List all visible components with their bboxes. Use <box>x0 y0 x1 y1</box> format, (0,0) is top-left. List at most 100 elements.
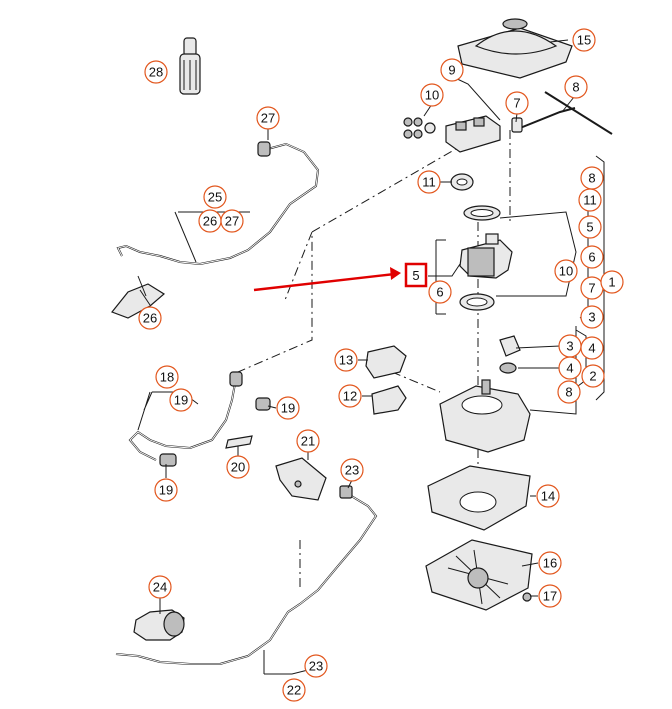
svg-text:4: 4 <box>588 341 595 356</box>
callout-19: 19 <box>276 396 300 420</box>
harness-22-part <box>115 485 378 665</box>
svg-text:19: 19 <box>159 483 173 498</box>
callout-18: 18 <box>155 365 179 389</box>
connector-part <box>499 335 521 374</box>
callout-6: 6 <box>428 280 452 304</box>
callout-19: 19 <box>154 478 178 502</box>
callout-7: 7 <box>580 276 604 300</box>
callout-27: 27 <box>256 106 280 130</box>
callout-26: 26 <box>138 306 162 330</box>
svg-text:7: 7 <box>588 281 595 296</box>
svg-text:11: 11 <box>422 175 436 190</box>
bracket-26-part <box>111 275 166 319</box>
svg-text:13: 13 <box>339 353 353 368</box>
svg-text:26: 26 <box>203 214 217 229</box>
relay-13-part <box>365 345 407 379</box>
svg-text:15: 15 <box>577 33 591 48</box>
svg-text:6: 6 <box>588 250 595 265</box>
svg-text:5: 5 <box>586 220 593 235</box>
svg-text:21: 21 <box>301 434 315 449</box>
svg-text:6: 6 <box>436 285 443 300</box>
callout-26: 26 <box>198 209 222 233</box>
callouts: 15 28 9 10 7 8 27 11 8 11 25 26 27 5 6 1… <box>138 28 624 702</box>
callout-12: 12 <box>338 384 362 408</box>
svg-text:8: 8 <box>565 385 572 400</box>
callout-17: 17 <box>538 584 562 608</box>
svg-text:8: 8 <box>588 171 595 186</box>
fuel-pump-module-part <box>459 233 513 311</box>
svg-text:22: 22 <box>287 683 301 698</box>
callout-13: 13 <box>334 348 358 372</box>
callout-10: 10 <box>420 83 444 107</box>
svg-text:12: 12 <box>343 389 357 404</box>
svg-text:1: 1 <box>608 275 615 290</box>
callout-23: 23 <box>304 654 328 678</box>
svg-text:17: 17 <box>543 589 557 604</box>
svg-text:27: 27 <box>261 111 275 126</box>
callout-3: 3 <box>558 334 582 358</box>
relay-12-part <box>371 385 407 415</box>
fuel-line-part <box>511 91 613 135</box>
harness-27-part <box>116 141 320 266</box>
callout-10: 10 <box>554 259 578 283</box>
callout-24: 24 <box>148 575 172 599</box>
retaining-ring-part <box>450 173 501 221</box>
svg-text:3: 3 <box>566 339 573 354</box>
svg-text:8: 8 <box>572 80 579 95</box>
callout-8: 8 <box>557 380 581 404</box>
callout-9: 9 <box>440 58 464 82</box>
callout-14: 14 <box>536 484 560 508</box>
callout-11: 11 <box>578 188 602 212</box>
svg-text:23: 23 <box>345 463 359 478</box>
svg-text:23: 23 <box>309 659 323 674</box>
svg-text:28: 28 <box>149 65 163 80</box>
fuel-sensor-24-part <box>133 609 185 641</box>
sealant-tube-part <box>179 37 201 95</box>
callout-11: 11 <box>417 170 441 194</box>
callout-5: 5 <box>578 215 602 239</box>
callout-1: 1 <box>600 270 624 294</box>
svg-text:27: 27 <box>225 214 239 229</box>
svg-text:19: 19 <box>174 393 188 408</box>
callout-2: 2 <box>581 364 605 388</box>
svg-text:10: 10 <box>559 264 573 279</box>
flange-cover-part <box>457 18 573 79</box>
tray-16-part <box>425 539 533 611</box>
svg-text:2: 2 <box>589 369 596 384</box>
svg-text:3: 3 <box>588 310 595 325</box>
callout-6: 6 <box>580 245 604 269</box>
callout-23: 23 <box>340 458 364 482</box>
callout-22: 22 <box>282 678 306 702</box>
callout-8: 8 <box>580 166 604 190</box>
callout-15: 15 <box>572 28 596 52</box>
bracket-21-part <box>275 457 327 501</box>
svg-text:20: 20 <box>231 460 245 475</box>
svg-text:14: 14 <box>541 489 555 504</box>
svg-text:7: 7 <box>513 96 520 111</box>
callout-7: 7 <box>505 91 529 115</box>
callout-20: 20 <box>226 455 250 479</box>
svg-text:10: 10 <box>425 88 439 103</box>
tray-14-part <box>427 465 531 531</box>
svg-text:11: 11 <box>583 193 597 208</box>
control-unit-part <box>403 115 501 153</box>
svg-text:25: 25 <box>208 190 222 205</box>
harness-18-part <box>128 371 271 467</box>
callout-28: 28 <box>144 60 168 84</box>
svg-text:19: 19 <box>281 401 295 416</box>
callout-3: 3 <box>580 305 604 329</box>
callout-16: 16 <box>538 551 562 575</box>
callout-4: 4 <box>558 356 582 380</box>
highlight-arrow <box>253 267 401 292</box>
svg-text:9: 9 <box>448 63 455 78</box>
callout-4: 4 <box>580 336 604 360</box>
callout-21: 21 <box>296 429 320 453</box>
label-20-part <box>225 435 253 449</box>
svg-text:18: 18 <box>160 370 174 385</box>
callout-19: 19 <box>169 388 193 412</box>
callout-25: 25 <box>203 185 227 209</box>
svg-text:26: 26 <box>143 311 157 326</box>
tank-housing-part <box>439 379 531 453</box>
svg-text:16: 16 <box>543 556 557 571</box>
